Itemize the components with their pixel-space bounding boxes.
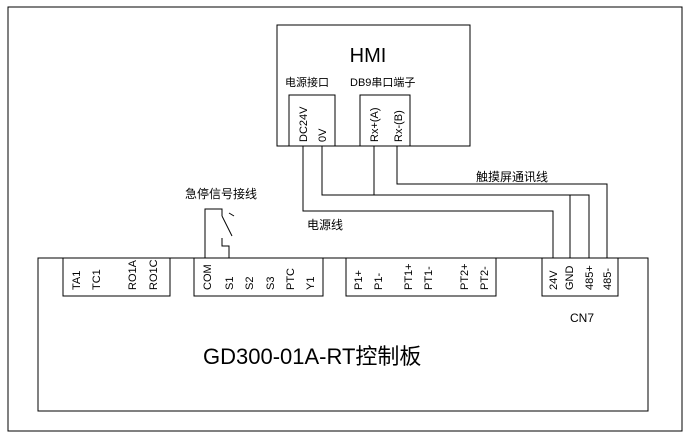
hmi-title: HMI [350, 45, 387, 67]
control-board [37, 257, 649, 412]
terminal-ptc: PTC [285, 268, 297, 290]
terminal-block-analog [345, 257, 497, 297]
hmi-pin-dc24v: DC24V [298, 106, 310, 142]
wire-comm-485minus [396, 146, 608, 258]
terminal-p1-plus: P1+ [353, 270, 365, 290]
power-wire-label: 电源线 [307, 218, 343, 232]
estop-switch-mark [228, 212, 235, 217]
terminal-com: COM [202, 264, 214, 290]
cn7-connector [541, 257, 619, 297]
terminal-block-relay [62, 257, 171, 297]
hmi-power-port-label: 电源接口 [285, 75, 329, 89]
wire-power-0v [321, 146, 571, 258]
cn7-pin-485minus: 485- [602, 268, 614, 290]
cn7-label: CN7 [570, 311, 594, 325]
terminal-y1: Y1 [305, 277, 317, 290]
cn7-pin-24v: 24V [548, 270, 560, 290]
wire-estop-right [221, 238, 230, 258]
terminal-tc1: TC1 [91, 269, 103, 290]
terminal-p1-minus: P1- [373, 273, 385, 290]
estop-switch-contact [221, 215, 233, 237]
hmi-db9-connector [359, 94, 411, 147]
terminal-s2: S2 [244, 277, 256, 290]
wire-power-24v [302, 146, 554, 258]
terminal-pt1-plus: PT1+ [403, 263, 415, 290]
cn7-pin-485plus: 485+ [584, 265, 596, 290]
terminal-s1: S1 [224, 277, 236, 290]
terminal-pt1-minus: PT1- [423, 266, 435, 290]
hmi-pin-rxb: Rx-(B) [393, 110, 405, 142]
wire-estop-left [204, 208, 223, 258]
hmi-db9-label: DB9串口端子 [350, 76, 415, 89]
comm-wire-label: 触摸屏通讯线 [476, 170, 548, 184]
wire-comm-485plus [373, 146, 590, 258]
board-title: GD300-01A-RT控制板 [203, 344, 421, 369]
terminal-pt2-plus: PT2+ [459, 263, 471, 290]
terminal-block-digital [193, 257, 324, 297]
terminal-pt2-minus: PT2- [479, 266, 491, 290]
cn7-pin-gnd: GND [564, 266, 576, 291]
hmi-power-connector [288, 94, 336, 147]
diagram-border [7, 6, 683, 432]
terminal-ta1: TA1 [71, 271, 83, 290]
hmi-pin-0v: 0V [317, 128, 329, 142]
terminal-s3: S3 [265, 277, 277, 290]
terminal-ro1a: RO1A [127, 259, 139, 290]
hmi-pin-rxa: Rx+(A) [369, 107, 381, 142]
terminal-ro1c: RO1C [148, 259, 160, 290]
estop-wire-label: 急停信号接线 [185, 186, 257, 201]
